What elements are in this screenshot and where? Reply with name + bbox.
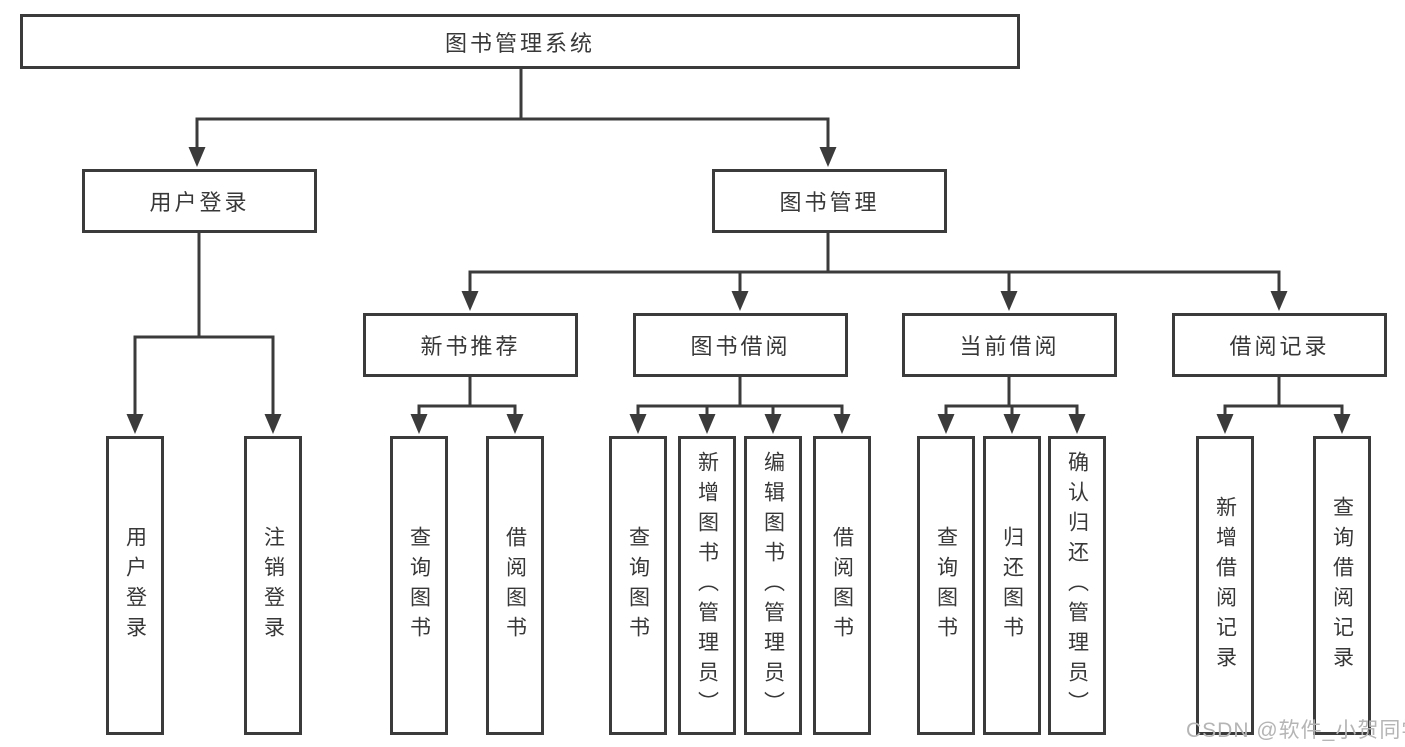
leaf-br-add-record: 新增借阅记录 <box>1196 436 1254 735</box>
leaf-user-login: 用户登录 <box>106 436 164 735</box>
node-current-borrow: 当前借阅 <box>902 313 1117 377</box>
node-user-login: 用户登录 <box>82 169 317 233</box>
leaf-user-login-label: 用户登录 <box>123 525 147 646</box>
arrowheads <box>126 147 1351 434</box>
leaf-br-query-record: 查询借阅记录 <box>1313 436 1371 735</box>
leaf-bb-edit-books-admin: 编辑图书（管理员） <box>744 436 802 735</box>
node-book-management-label: 图书管理 <box>779 190 880 215</box>
leaf-logout: 注销登录 <box>244 436 302 735</box>
leaf-bb-add-books-admin-label: 新增图书（管理员） <box>695 450 719 721</box>
node-borrow-records-label: 借阅记录 <box>1229 334 1330 359</box>
leaf-bb-borrow-books-label: 借阅图书 <box>830 525 854 646</box>
leaf-bb-query-books-label: 查询图书 <box>626 525 650 646</box>
edge-userlogin-to-leaves <box>133 335 275 416</box>
node-book-management: 图书管理 <box>712 169 947 233</box>
edge-bookmgmt-mid-drops <box>738 272 1011 293</box>
node-borrow-records: 借阅记录 <box>1172 313 1387 377</box>
edge-bookborrow-to-leaves <box>636 404 844 416</box>
leaf-bb-add-books-admin: 新增图书（管理员） <box>678 436 736 735</box>
node-user-login-label: 用户登录 <box>149 190 250 215</box>
leaf-nbr-query-books-label: 查询图书 <box>407 525 431 646</box>
watermark: CSDN @软件_小贺同学 <box>1186 719 1405 742</box>
leaf-cb-confirm-return-admin: 确认归还（管理员） <box>1048 436 1106 735</box>
node-new-book-recommend-label: 新书推荐 <box>420 334 521 359</box>
leaf-bb-query-books: 查询图书 <box>609 436 667 735</box>
leaf-cb-return-books-label: 归还图书 <box>1000 525 1024 646</box>
node-book-borrow-label: 图书借阅 <box>690 334 791 359</box>
leaf-logout-label: 注销登录 <box>261 525 285 646</box>
leaf-nbr-borrow-books: 借阅图书 <box>486 436 544 735</box>
leaf-cb-return-books: 归还图书 <box>983 436 1041 735</box>
edge-records-to-leaves <box>1223 404 1344 416</box>
leaf-nbr-query-books: 查询图书 <box>390 436 448 735</box>
leaf-nbr-borrow-books-label: 借阅图书 <box>503 525 527 646</box>
edge-newbook-to-leaves <box>417 404 517 416</box>
leaf-cb-confirm-return-admin-label: 确认归还（管理员） <box>1065 450 1089 721</box>
node-root-label: 图书管理系统 <box>444 30 595 56</box>
node-root: 图书管理系统 <box>20 14 1020 69</box>
leaf-cb-query-books: 查询图书 <box>917 436 975 735</box>
leaf-br-add-record-label: 新增借阅记录 <box>1213 495 1237 676</box>
node-book-borrow: 图书借阅 <box>633 313 848 377</box>
node-new-book-recommend: 新书推荐 <box>363 313 578 377</box>
node-current-borrow-label: 当前借阅 <box>959 334 1060 359</box>
edge-bookmgmt-to-level3 <box>468 270 1281 293</box>
leaf-bb-borrow-books: 借阅图书 <box>813 436 871 735</box>
edge-root-to-level2 <box>195 117 830 150</box>
leaf-br-query-record-label: 查询借阅记录 <box>1330 495 1354 676</box>
leaf-cb-query-books-label: 查询图书 <box>934 525 958 646</box>
leaf-bb-edit-books-admin-label: 编辑图书（管理员） <box>761 450 785 721</box>
